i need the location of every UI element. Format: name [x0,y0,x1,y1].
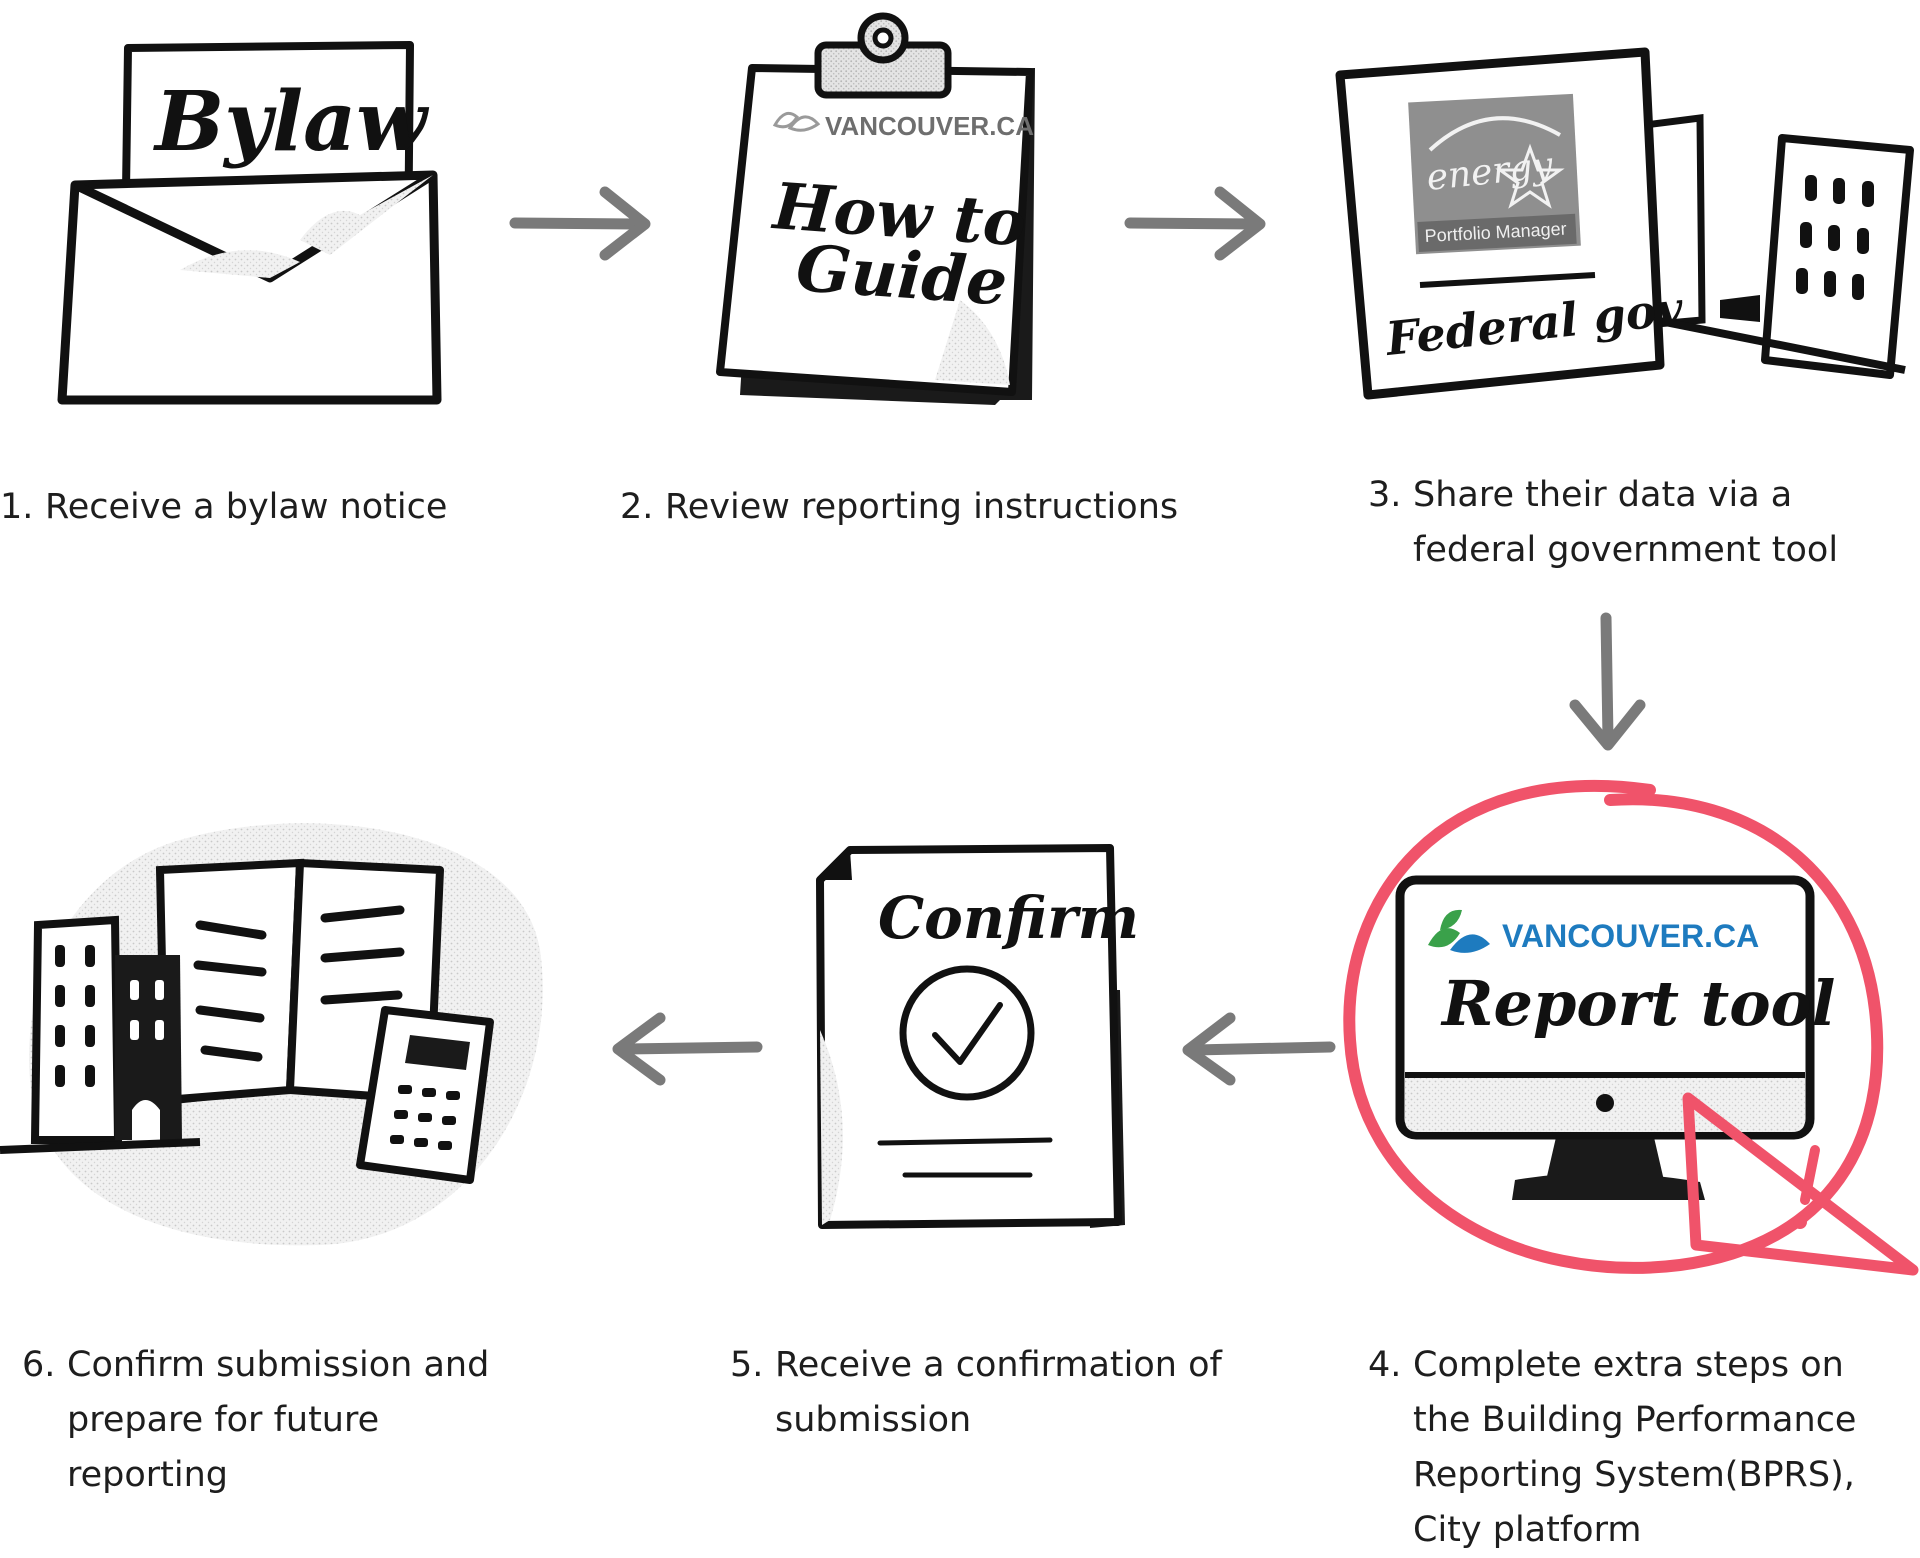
step-text-line: federal government tool [1413,530,1839,570]
guide-label: Guide [794,231,1010,321]
highlight-circle [1343,779,1884,1274]
clipboard-icon: VANCOUVER.CA How to Guide [716,12,1035,405]
step-number: 4. [1368,1345,1402,1385]
arrow-left-icon [1182,1012,1336,1086]
step-number: 3. [1368,475,1402,515]
step-text-line: Receive a confirmation of [775,1345,1222,1385]
confirmation-document-icon: Confirm [816,844,1139,1229]
vancouver-logo-icon [1428,909,1490,953]
arrow-left-icon [612,1012,763,1086]
step-text-line: prepare for future [67,1400,380,1440]
step-text-line: Confirm submission and [67,1345,490,1385]
envelope-icon: Bylaw [57,41,442,405]
step-number: 6. [22,1345,56,1385]
buildings-calculator-icon [0,823,543,1246]
step-number: 5. [730,1345,764,1385]
report-tool-label: Report tool [1440,967,1835,1040]
vancouver-logo-icon [772,111,821,132]
computer-monitor-icon: VANCOUVER.CA Report tool [1395,875,1835,1200]
arrow-right-icon [1124,186,1266,261]
step-text-line: City platform [1413,1510,1642,1550]
step-text-line: Share their data via a [1413,475,1793,515]
arrow-down-icon [1569,612,1646,751]
confirm-label: Confirm [878,884,1139,952]
step-text-line: Complete extra steps on [1413,1345,1844,1385]
step-text-line: reporting [67,1455,229,1495]
step-text-line: Receive a bylaw notice [45,487,448,527]
arrow-right-icon [509,186,651,261]
energy-star-logo: energy Portfolio Manager [1408,93,1581,255]
step-text-line: Reporting System(BPRS), [1413,1455,1855,1495]
building-icon [1761,134,1914,379]
step-text-line: the Building Performance [1413,1400,1857,1440]
building-icon [0,915,201,1154]
warning-triangle-icon [1682,1092,1919,1276]
monitor-vancouver-label: VANCOUVER.CA [1502,918,1759,954]
step-text-line: Review reporting instructions [665,487,1179,527]
calculator-icon [356,1006,494,1184]
step-number: 1. [0,487,34,527]
document-buildings-icon: energy Portfolio Manager Federal gov [1335,47,1914,400]
bylaw-label: Bylaw [153,74,429,170]
step-number: 2. [620,487,654,527]
step-text-line: submission [775,1400,972,1440]
clipboard-vancouver-label: VANCOUVER.CA [825,111,1034,141]
how-to-label: How to [769,169,1028,262]
